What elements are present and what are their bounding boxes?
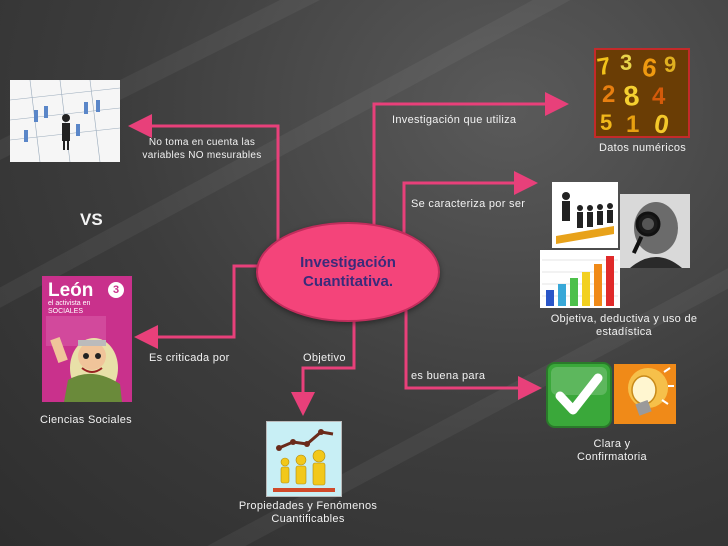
checkmark-icon — [546, 362, 612, 428]
svg-text:2: 2 — [602, 81, 615, 108]
svg-text:7: 7 — [596, 52, 613, 81]
people-growth-chart-icon — [266, 421, 342, 497]
edge-label-objetivo: Objetivo — [303, 352, 346, 364]
bar-chart-icon — [540, 250, 620, 308]
connector-criticada — [134, 264, 258, 349]
connector-objetivo — [291, 318, 356, 416]
svg-text:1: 1 — [626, 111, 639, 136]
connector-no-toma — [128, 114, 280, 242]
svg-text:5: 5 — [600, 110, 612, 135]
node-label-datos: Datos numéricos — [599, 142, 687, 154]
connector-utiliza — [372, 92, 569, 232]
svg-text:6: 6 — [640, 52, 659, 84]
central-node-title: Investigación Cuantitativa. — [300, 254, 396, 290]
edge-label-no-toma: No toma en cuenta las variables NO mesur… — [142, 137, 262, 161]
lightbulb-icon — [614, 364, 676, 424]
book-cover-image: León el activista en SOCIALES 3 — [42, 276, 132, 402]
book-subtitle: el activista en SOCIALES — [48, 300, 91, 315]
edge-label-buena: es buena para — [411, 370, 486, 382]
node-label-objetiva: Objetiva, deductiva y uso de estadística — [550, 313, 698, 338]
svg-text:3: 3 — [620, 50, 632, 75]
node-label-clara: Clara y Confirmatoria — [577, 438, 647, 463]
svg-text:9: 9 — [664, 52, 676, 77]
node-label-ciencias: Ciencias Sociales — [40, 414, 132, 426]
magnifier-man-photo — [620, 194, 690, 268]
edge-label-utiliza: Investigación que utiliza — [392, 114, 517, 126]
business-figures-photo — [10, 80, 120, 162]
node-label-propiedades: Propiedades y Fenómenos Cuantificables — [238, 500, 378, 525]
book-badge: 3 — [108, 282, 124, 298]
svg-text:0: 0 — [652, 108, 671, 136]
edge-label-criticada: Es criticada por — [149, 352, 230, 364]
edge-label-caracteriza: Se caracteriza por ser — [411, 198, 526, 210]
numbers-photo: 7 3 6 9 2 8 4 5 1 0 — [594, 48, 690, 138]
book-title: León — [48, 280, 94, 301]
svg-text:4: 4 — [652, 83, 666, 110]
central-node: Investigación Cuantitativa. — [256, 222, 440, 322]
vs-label: VS — [80, 210, 103, 229]
executive-figures-icon — [552, 182, 618, 248]
connector-caracteriza — [398, 171, 538, 242]
svg-text:8: 8 — [622, 80, 641, 112]
